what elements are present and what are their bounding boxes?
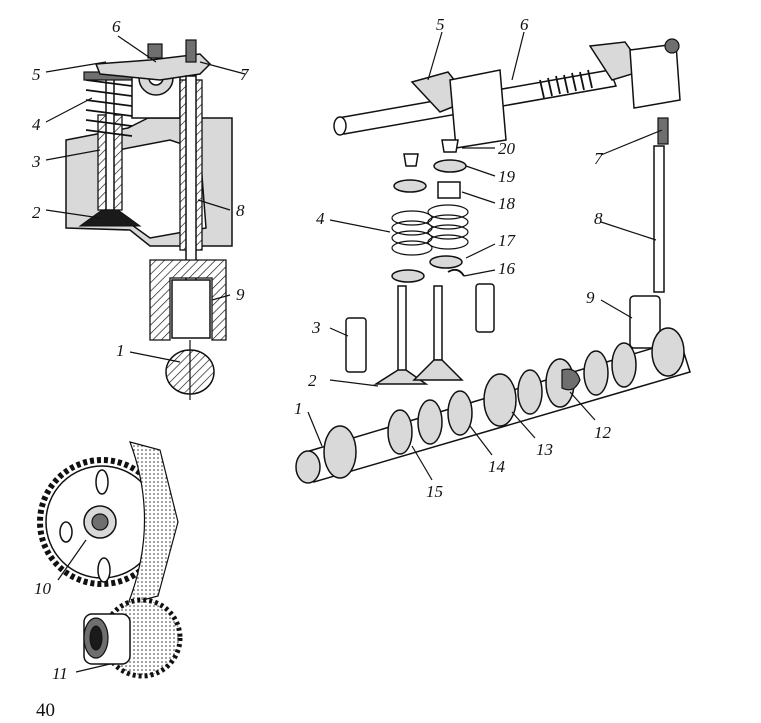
label-7-exploded: 7 — [594, 149, 604, 168]
gear-lightening-hole-top — [95, 469, 109, 495]
label-12: 12 — [594, 423, 612, 442]
label-9-exploded: 9 — [586, 288, 595, 307]
label-5-section: 5 — [32, 65, 41, 84]
valve-spring-right — [427, 204, 469, 250]
label-8-exploded: 8 — [594, 209, 603, 228]
label-18: 18 — [498, 194, 516, 213]
label-1-section: 1 — [116, 341, 125, 360]
valve-spring-section — [85, 79, 133, 137]
spring-washer-left — [391, 269, 425, 283]
page-number: 40 — [36, 700, 55, 721]
label-15: 15 — [426, 482, 443, 501]
rocker-adjust-screw — [185, 39, 197, 63]
label-2-section: 2 — [32, 203, 41, 222]
leader-lines — [45, 31, 663, 673]
valve-stem-section — [105, 69, 115, 211]
rocker-shaft-end — [333, 116, 347, 136]
gear-lightening-hole-bottom — [97, 557, 111, 583]
gear-side-rim — [127, 441, 179, 605]
label-19: 19 — [498, 167, 516, 186]
label-4-section: 4 — [32, 115, 41, 134]
cam-lobes — [387, 342, 637, 455]
spring-retainer-left — [393, 179, 427, 193]
label-13: 13 — [536, 440, 553, 459]
valve-spring-left — [391, 210, 433, 256]
tappet-section — [171, 279, 211, 339]
exhaust-valve-stem — [397, 285, 407, 377]
timing-gear-assembly — [37, 441, 183, 679]
label-1-exploded: 1 — [294, 399, 303, 418]
label-2-exploded: 2 — [308, 371, 317, 390]
label-3-exploded: 3 — [311, 318, 321, 337]
rocker-stud-nut — [147, 43, 163, 59]
crankshaft-gear-bore-inner — [89, 625, 103, 651]
rocker-shaft-spring — [539, 69, 593, 99]
tappet — [629, 295, 661, 349]
rocker-support-left — [449, 69, 507, 149]
gear-bolt — [91, 513, 109, 531]
label-4-exploded: 4 — [316, 209, 325, 228]
label-6-exploded: 6 — [520, 15, 529, 34]
valve-cotter-right — [441, 139, 459, 153]
intake-valve-head — [412, 359, 464, 381]
label-11: 11 — [52, 664, 68, 683]
tappet-housing-section — [149, 259, 227, 341]
callout-labels: 6 5 7 4 3 2 8 9 1 5 6 20 7 19 18 4 8 17 … — [31, 15, 612, 683]
label-6-section: 6 — [112, 17, 121, 36]
pushrod — [653, 145, 665, 293]
valve-guide-right — [475, 283, 495, 333]
exploded-assembly-view — [295, 38, 691, 484]
label-7-section: 7 — [240, 65, 250, 84]
rocker-arm-section — [94, 53, 212, 81]
gear-lightening-hole-left — [59, 521, 73, 543]
spring-washer-right — [429, 255, 463, 269]
label-14: 14 — [488, 457, 506, 476]
camshaft-nose — [295, 450, 321, 484]
valve-lock-ring — [447, 268, 465, 277]
label-17: 17 — [498, 231, 517, 250]
rocker-support-right — [629, 43, 681, 109]
camshaft-journal-front — [323, 425, 357, 479]
label-20: 20 — [498, 139, 516, 158]
label-16: 16 — [498, 259, 516, 278]
label-10: 10 — [34, 579, 52, 598]
intake-valve-stem — [433, 285, 443, 361]
label-5-exploded: 5 — [436, 15, 445, 34]
rocker-end-nut — [664, 38, 680, 54]
label-9-section: 9 — [236, 285, 245, 304]
cutaway-section-view — [65, 39, 233, 400]
valve-guide-left — [345, 317, 367, 373]
camshaft-journal-rear — [651, 327, 685, 377]
fuel-pump-eccentric — [561, 368, 581, 391]
valve-head-section — [78, 209, 142, 227]
spring-retainer-right — [433, 159, 467, 173]
valve-cotter-left — [403, 153, 419, 167]
label-8-section: 8 — [236, 201, 245, 220]
valve-seal-cap — [437, 181, 461, 199]
label-3-section: 3 — [31, 152, 41, 171]
